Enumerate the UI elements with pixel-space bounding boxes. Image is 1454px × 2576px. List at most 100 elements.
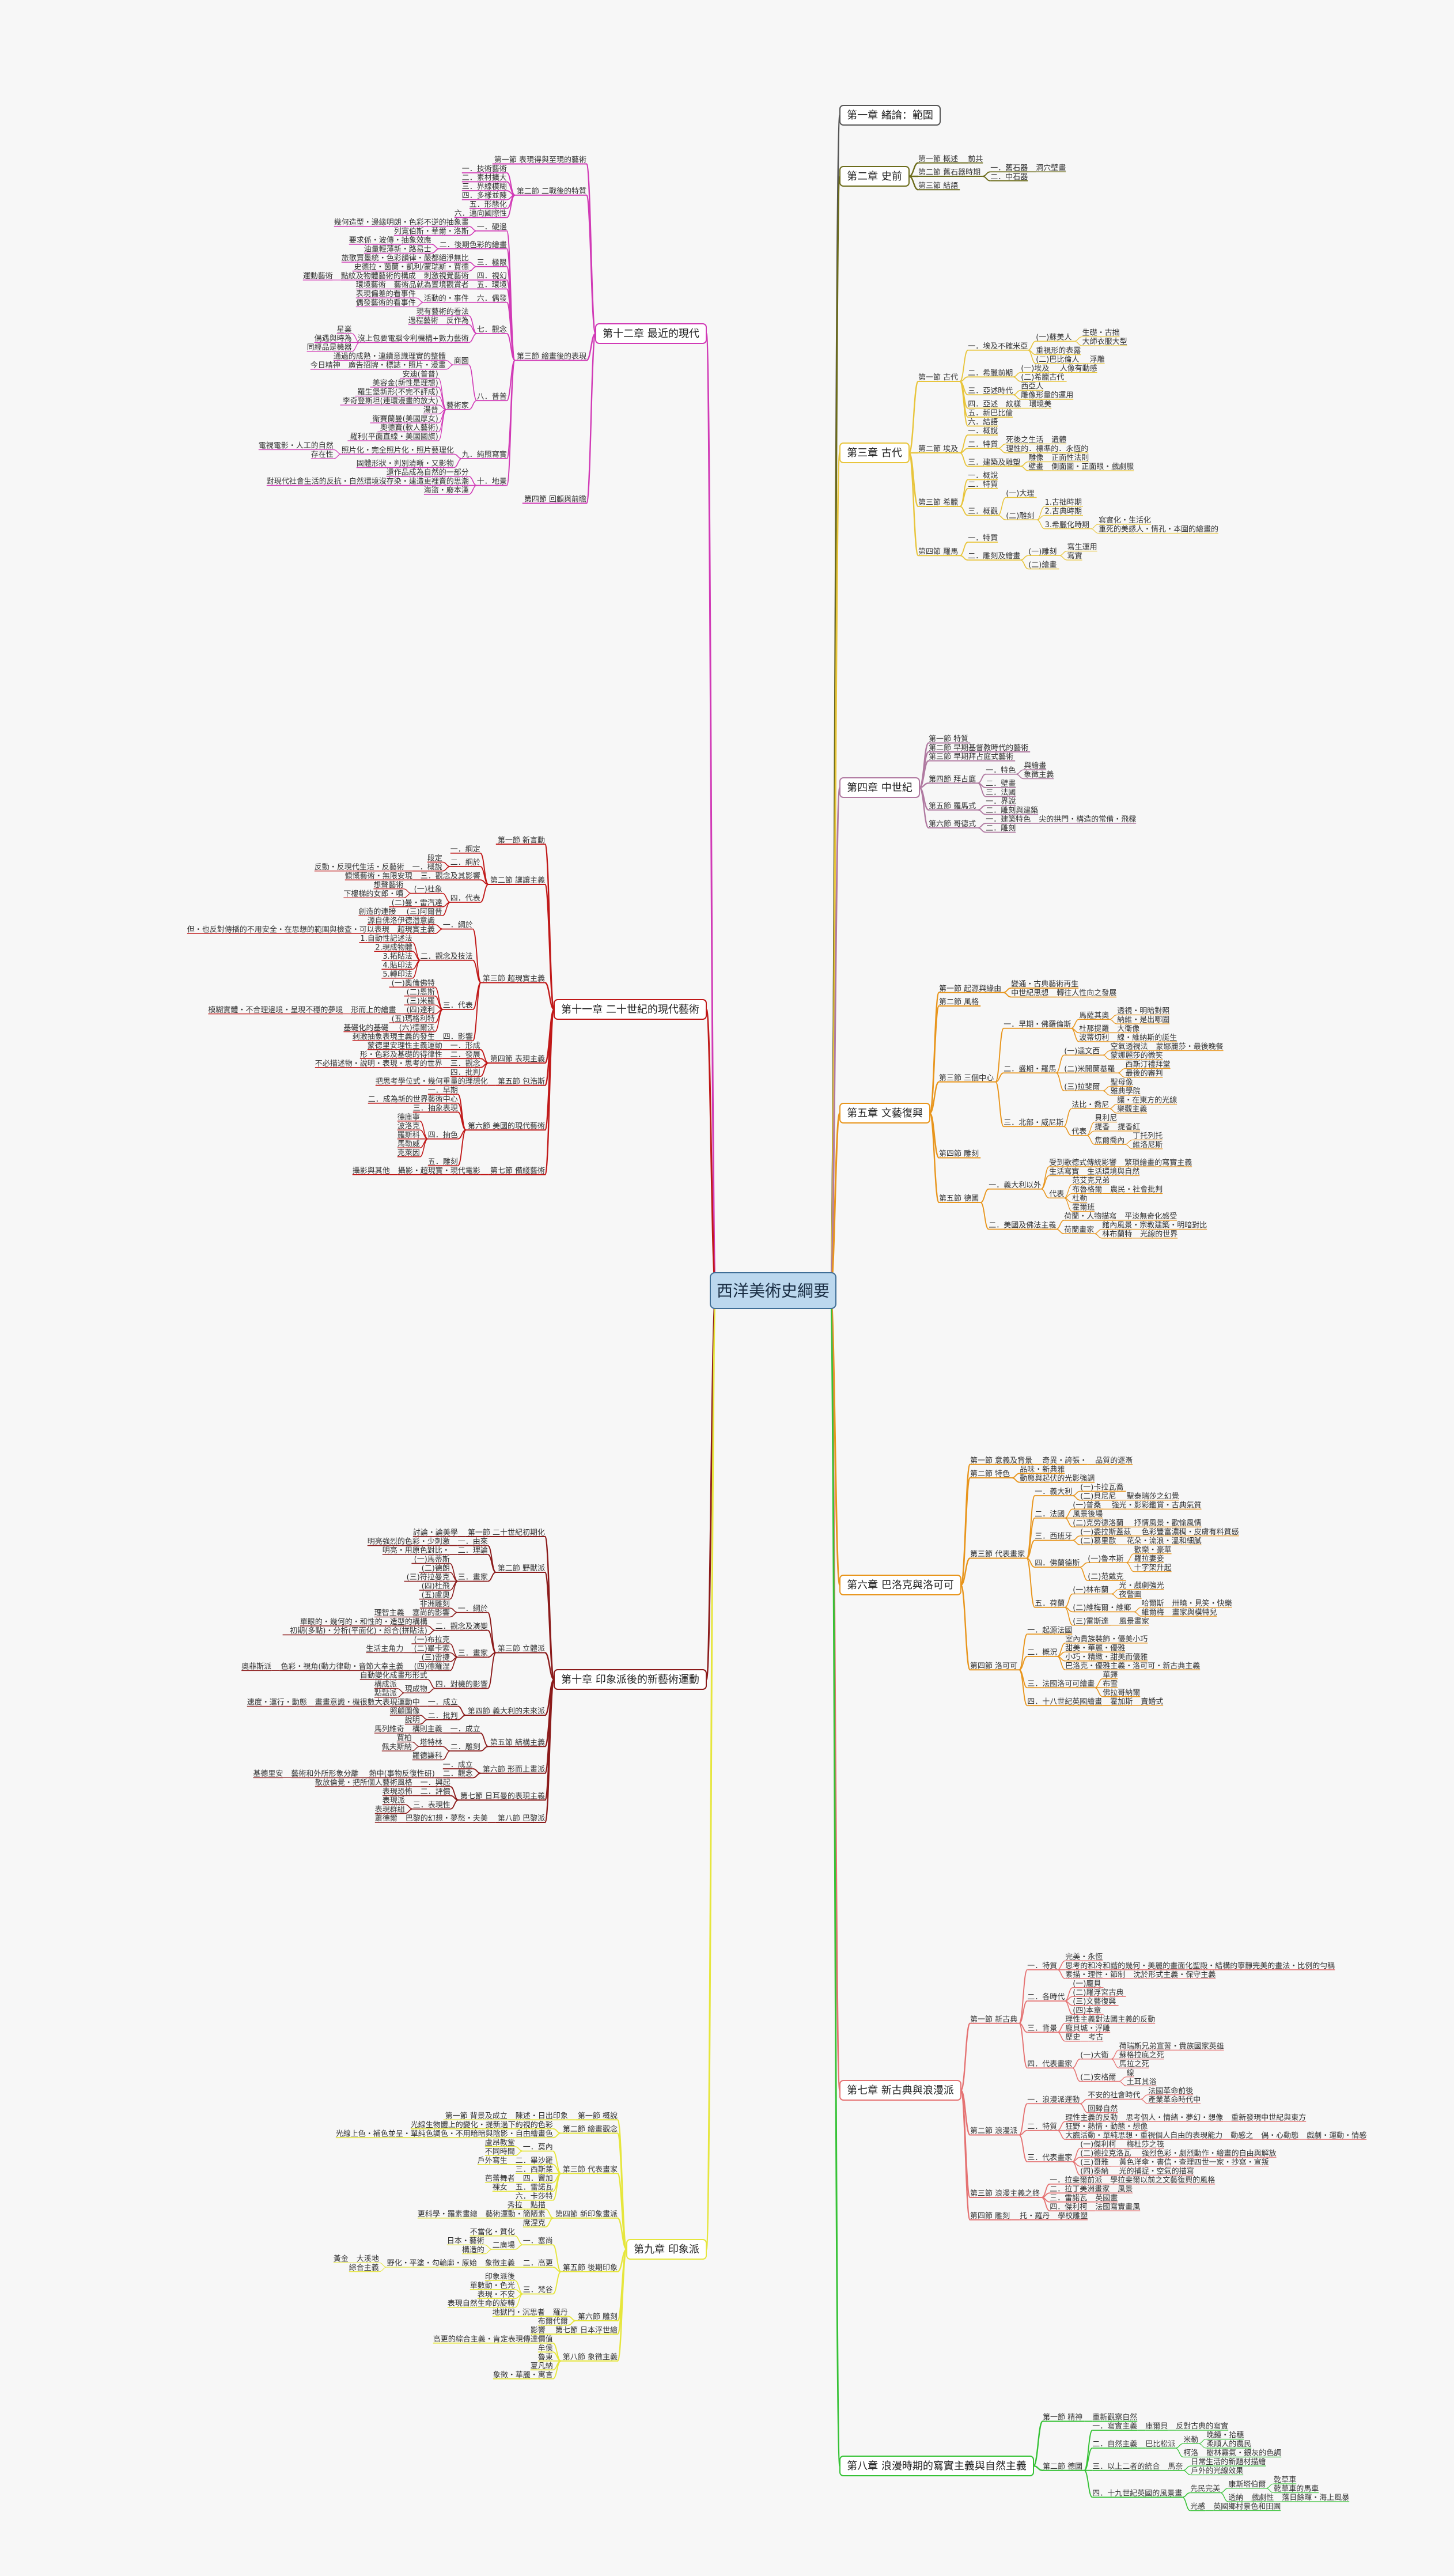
subtopic-label[interactable]: 柯洛 <box>1183 2449 1198 2458</box>
subtopic-label[interactable]: 三．界線模糊 <box>462 182 507 191</box>
subtopic-label[interactable]: 重視形的表露 <box>1036 346 1081 355</box>
subtopic-label[interactable]: 尖的拱門・構造的常備・飛樑 <box>1039 815 1136 824</box>
subtopic-label[interactable]: 動態與起伏的光影強調 <box>1020 1474 1095 1483</box>
root-node[interactable]: 西洋美術史綱要 <box>710 1272 836 1309</box>
subtopic-label[interactable]: 攝影・超現實・現代電影 <box>398 1166 480 1175</box>
subtopic-label[interactable]: 第三節 立體派 <box>498 1645 545 1654</box>
subtopic-label[interactable]: 初期(多點)・分析(平面化)・綜合(拼貼法) <box>290 1626 427 1636</box>
subtopic-label[interactable]: (一)大衛 <box>1080 2051 1108 2060</box>
subtopic-label[interactable]: 法比・喬尼 <box>1071 1100 1109 1109</box>
subtopic-label[interactable]: 三．雷諾瓦 <box>1050 2193 1087 2203</box>
subtopic-label[interactable]: 正面性法則 <box>1051 454 1089 463</box>
subtopic-label[interactable]: (二)安格爾 <box>1080 2073 1116 2082</box>
subtopic-label[interactable]: 第四節 表現主義 <box>490 1054 545 1064</box>
subtopic-label[interactable]: 一．特質 <box>968 534 998 543</box>
subtopic-label[interactable]: (二)維梅爾・維鄉 <box>1073 1603 1131 1613</box>
subtopic-label[interactable]: (一)達文西 <box>1064 1047 1100 1056</box>
subtopic-label[interactable]: 一．埃及不確米亞 <box>968 342 1028 351</box>
subtopic-label[interactable]: 蒙娜麗莎的微笑 <box>1111 1051 1163 1060</box>
subtopic-label[interactable]: 沒上包要電腦令利機構+數力藝術 <box>358 335 469 343</box>
chapter-node[interactable]: 第九章 印象派 <box>626 2239 707 2260</box>
subtopic-label[interactable]: 史德拉・茵蘭・凱利/蒙瑞斯・賈德 <box>354 263 468 272</box>
subtopic-label[interactable]: 一．由來 <box>458 1538 488 1546</box>
subtopic-label[interactable]: 第三節 超現實主義 <box>483 974 545 984</box>
subtopic-label[interactable]: 不安的社會時代 <box>1088 2091 1140 2100</box>
subtopic-label[interactable]: 二．盛期・羅馬 <box>1004 1065 1056 1073</box>
subtopic-label[interactable]: 二．希臘前期 <box>968 368 1013 377</box>
subtopic-label[interactable]: 單數動・色光 <box>470 2281 515 2290</box>
subtopic-label[interactable]: 一．特質 <box>1027 1962 1057 1970</box>
subtopic-label[interactable]: 第一節 新言動 <box>498 835 545 845</box>
subtopic-label[interactable]: 明亮強烈的色彩・少刺激 <box>368 1537 450 1546</box>
subtopic-label[interactable]: 色彩豐富濃稠・皮膚有料質感 <box>1142 1527 1239 1537</box>
subtopic-label[interactable]: 四．對機的影響 <box>436 1680 488 1689</box>
subtopic-label[interactable]: 寫實 <box>1067 551 1082 561</box>
subtopic-label[interactable]: 四．佛蘭德斯 <box>1035 1559 1080 1568</box>
subtopic-label[interactable]: 偶發藝術的看事件 <box>356 298 416 308</box>
subtopic-label[interactable]: 源自佛洛伊德潛意識 <box>368 916 435 925</box>
subtopic-label[interactable]: 色彩・視角(動力律動・音節大幸主義 <box>281 1662 403 1671</box>
subtopic-label[interactable]: 四．十九世紀英國的風景畫 <box>1092 2488 1182 2498</box>
subtopic-label[interactable]: 霍爾班 <box>1072 1204 1095 1212</box>
subtopic-label[interactable]: 十字架升起 <box>1134 1564 1172 1572</box>
subtopic-label[interactable]: 一．形成 <box>450 1042 480 1050</box>
subtopic-label[interactable]: 布雪 <box>1103 1679 1118 1688</box>
subtopic-label[interactable]: (一)埃及 <box>1021 365 1049 373</box>
subtopic-label[interactable]: 二．素材擴大 <box>462 173 507 183</box>
subtopic-label[interactable]: 藝術運動・簡陋素 <box>486 2210 546 2219</box>
subtopic-label[interactable]: 生活環境與自然 <box>1087 1167 1139 1177</box>
subtopic-label[interactable]: 照顧圖像 <box>390 1707 420 1716</box>
subtopic-label[interactable]: 五．環境 <box>477 281 507 290</box>
subtopic-label[interactable]: 完美・永恆 <box>1065 1953 1103 1961</box>
chapter-node[interactable]: 第七章 新古典與浪漫派 <box>839 2080 961 2101</box>
subtopic-label[interactable]: 側面圖・正面眼・戲劇服 <box>1051 463 1134 471</box>
subtopic-label[interactable]: 法國革命前後 <box>1148 2086 1193 2095</box>
subtopic-label[interactable]: (五)盧奧 <box>422 1591 450 1600</box>
subtopic-label[interactable]: 四．批判 <box>450 1068 480 1077</box>
subtopic-label[interactable]: 二．觀念及演變 <box>436 1622 488 1631</box>
chapter-node[interactable]: 第十二章 最近的現代 <box>595 323 707 344</box>
subtopic-label[interactable]: 三．觀念及其影響 <box>421 871 480 880</box>
subtopic-label[interactable]: (二)希臘古代 <box>1021 373 1064 382</box>
subtopic-label[interactable]: 維爾梅 <box>1142 1608 1164 1617</box>
subtopic-label[interactable]: 非洲雕刻 <box>420 1600 450 1609</box>
subtopic-label[interactable]: 構造的 <box>462 2245 484 2255</box>
subtopic-label[interactable]: 思考的和冷和諧的幾何・美麗的畫面化聖殿・結構的寧靜完美的畫法・比例的勻稱 <box>1065 1961 1335 1970</box>
subtopic-label[interactable]: 一．概說 <box>412 863 442 872</box>
subtopic-label[interactable]: 把思考學位式・幾何重量的理想化 <box>376 1077 488 1086</box>
subtopic-label[interactable]: (二)慕里歐 <box>1080 1537 1116 1545</box>
subtopic-label[interactable]: 室內貴族裝飾・優美小巧 <box>1065 1635 1148 1644</box>
subtopic-label[interactable]: 第二節 風格 <box>939 997 979 1007</box>
subtopic-label[interactable]: 通過的成熟・連續意識理實的整體 <box>334 352 446 361</box>
subtopic-label[interactable]: 讓・在東方的光線 <box>1117 1096 1177 1105</box>
subtopic-label[interactable]: 紋樣 <box>1006 400 1021 409</box>
subtopic-label[interactable]: 人像有動感 <box>1060 364 1097 373</box>
subtopic-label[interactable]: 2.現成物體 <box>375 943 412 952</box>
subtopic-label[interactable]: 五．雕刻 <box>428 1158 458 1166</box>
subtopic-label[interactable]: 理智主義 <box>374 1609 404 1618</box>
subtopic-label[interactable]: 偶遇與時為 <box>315 334 352 343</box>
subtopic-label[interactable]: 米勒 <box>1183 2435 1198 2444</box>
subtopic-label[interactable]: 中世紀思想 <box>1011 989 1048 998</box>
subtopic-label[interactable]: 晚鐘・拾穗 <box>1206 2431 1244 2440</box>
subtopic-label[interactable]: 品質的逐漸 <box>1095 1456 1133 1465</box>
subtopic-label[interactable]: 環境藝術 <box>356 281 386 290</box>
subtopic-label[interactable]: 第一節 古代 <box>918 373 958 382</box>
subtopic-label[interactable]: 五．形態化 <box>469 200 507 209</box>
subtopic-label[interactable]: 表現自然生命的旋轉 <box>448 2299 515 2308</box>
subtopic-label[interactable]: 想聲藝術 <box>373 880 403 890</box>
subtopic-label[interactable]: 法國寫實畫風 <box>1095 2202 1140 2211</box>
subtopic-label[interactable]: 四．代表 <box>450 894 480 903</box>
subtopic-label[interactable]: 梅杜莎之筏 <box>1127 2140 1164 2149</box>
subtopic-label[interactable]: (三)雷捷 <box>422 1654 450 1662</box>
subtopic-label[interactable]: 受到歌德式傳統影響 <box>1049 1158 1116 1167</box>
chapter-node[interactable]: 第十章 印象派後的新藝術運動 <box>554 1669 707 1690</box>
subtopic-label[interactable]: 不同時間 <box>485 2147 515 2156</box>
subtopic-label[interactable]: 第八節 象徵主義 <box>563 2352 618 2362</box>
subtopic-label[interactable]: 第三節 結語 <box>918 181 958 190</box>
subtopic-label[interactable]: 蕭德爾 <box>375 1814 397 1823</box>
chapter-node[interactable]: 第一章 緒論：範圍 <box>839 105 941 126</box>
subtopic-label[interactable]: 沈於形式主義・保守主義 <box>1133 1970 1216 1979</box>
subtopic-label[interactable]: 奧德寶(軟人藝術) <box>380 423 438 433</box>
subtopic-label[interactable]: 重新觀察自然 <box>1092 2413 1137 2422</box>
